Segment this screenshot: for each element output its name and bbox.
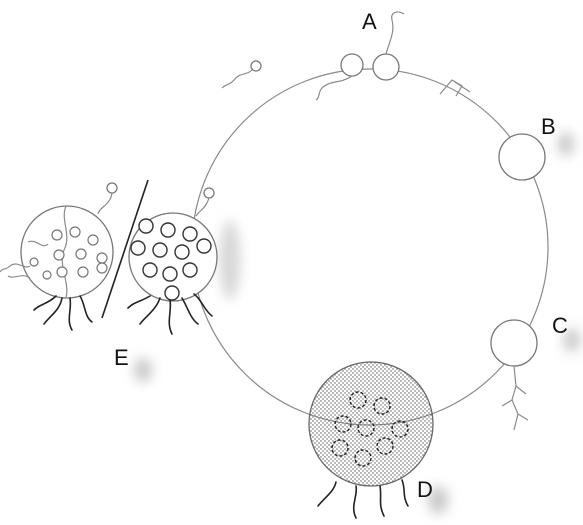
swimming-spore xyxy=(222,61,261,88)
stage-e-divided-cell xyxy=(0,183,117,330)
label-a: A xyxy=(362,9,377,34)
stage-e-cell xyxy=(128,188,217,334)
label-e: E xyxy=(114,345,129,370)
stage-c-cell xyxy=(491,320,537,430)
stage-d-sporangium xyxy=(309,362,433,518)
label-d: D xyxy=(417,477,433,502)
label-b: B xyxy=(541,114,556,139)
stage-b-cell xyxy=(499,134,545,180)
cycle-direction-arrow xyxy=(440,80,470,96)
label-c: C xyxy=(552,313,568,338)
stage-a-paired-cells xyxy=(316,12,404,100)
